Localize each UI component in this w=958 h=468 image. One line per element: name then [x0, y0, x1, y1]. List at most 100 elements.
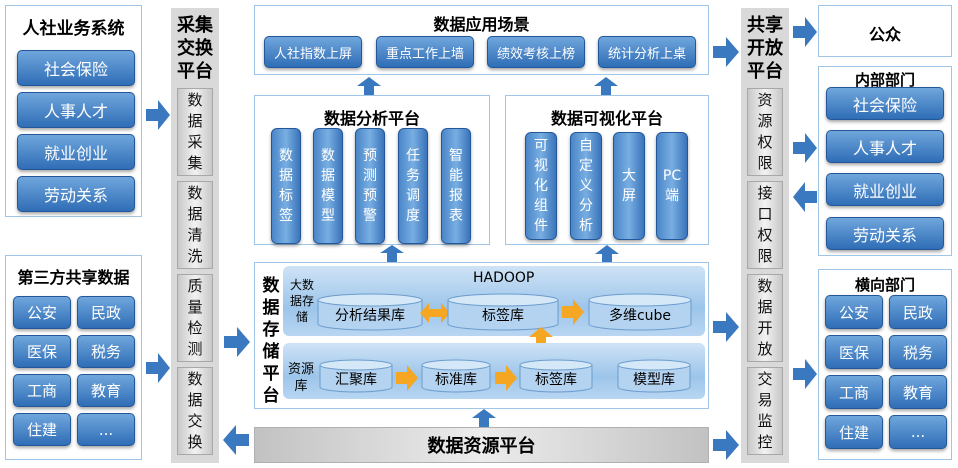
horizontal-item-commerce[interactable]: 工商: [825, 375, 883, 409]
visual-item-custom-analysis[interactable]: 自定义分析: [570, 132, 602, 240]
share-item-data-open[interactable]: 数据开放: [747, 274, 783, 362]
hadoop-label: HADOOP: [473, 270, 535, 286]
scene-index-screen[interactable]: 人社指数上屏: [264, 36, 362, 68]
internal-item-employment[interactable]: 就业创业: [826, 173, 944, 206]
share-item-resource-permission[interactable]: 资源权限: [747, 88, 783, 176]
collect-item-data-cleaning[interactable]: 数据清洗: [177, 181, 213, 269]
db-analysis-results-label: 分析结果库: [335, 308, 405, 324]
db-tags-bigdata[interactable]: 标签库: [447, 293, 559, 331]
hr-systems-title: 人社业务系统: [22, 19, 125, 39]
hr-item-social-insurance[interactable]: 社会保险: [17, 50, 135, 86]
horizontal-departments-panel: 横向部门 公安 民政 医保 税务 工商 教育 住建 ...: [818, 269, 952, 460]
collect-item-quality-check[interactable]: 质量检测: [177, 274, 213, 362]
internal-departments-title: 内部部门: [854, 71, 915, 89]
horizontal-item-housing[interactable]: 住建: [825, 415, 883, 449]
share-item-interface-permission[interactable]: 接口权限: [747, 181, 783, 269]
third-item-more[interactable]: ...: [77, 413, 135, 446]
horizontal-item-tax[interactable]: 税务: [889, 335, 947, 369]
db-aggregation[interactable]: 汇聚库: [319, 359, 393, 393]
horizontal-item-medical[interactable]: 医保: [825, 335, 883, 369]
analysis-item-forecast-alert[interactable]: 预测预警: [355, 128, 385, 244]
hr-item-labor[interactable]: 劳动关系: [17, 176, 135, 212]
arrow-right-icon: [713, 312, 739, 342]
db-tags-bigdata-label: 标签库: [482, 308, 524, 324]
bigdata-storage-label: 大数据存储: [289, 278, 314, 324]
third-item-commerce[interactable]: 工商: [13, 374, 71, 407]
arrow-right-icon: [793, 359, 817, 389]
db-cube[interactable]: 多维cube: [588, 293, 692, 331]
internal-item-social-insurance[interactable]: 社会保险: [826, 87, 944, 120]
third-item-medical[interactable]: 医保: [13, 335, 71, 368]
visual-item-big-screen[interactable]: 大屏: [613, 132, 645, 240]
public-title: 公众: [868, 25, 901, 44]
internal-departments-panel: 内部部门 社会保险 人事人才 就业创业 劳动关系: [818, 66, 952, 256]
resource-platform-title: 数据资源平台: [427, 436, 536, 457]
arrow-left-icon: [793, 182, 817, 212]
collect-exchange-title: 采集交换平台: [177, 15, 213, 82]
collect-item-data-collection[interactable]: 数据采集: [177, 88, 213, 176]
application-scenes-title: 数据应用场景: [433, 15, 530, 34]
arrow-up-icon: [594, 77, 618, 95]
arrow-right-icon: [224, 327, 250, 357]
arrow-right-icon: [146, 353, 170, 383]
third-item-housing[interactable]: 住建: [13, 413, 71, 446]
analysis-item-task-scheduling[interactable]: 任务调度: [398, 128, 428, 244]
arrow-up-icon: [595, 245, 619, 265]
arrow-up-icon: [472, 409, 496, 427]
db-cube-label: 多维cube: [608, 308, 672, 324]
storage-platform-panel: 数据存储平台 HADOOP 大数据存储 分析结果库 标签库 多维cube 资源库…: [254, 262, 709, 409]
analysis-item-data-model[interactable]: 数据模型: [313, 128, 343, 244]
db-standard-label: 标准库: [435, 372, 477, 388]
arrow-left-right-icon: [420, 303, 450, 323]
db-standard[interactable]: 标准库: [421, 359, 491, 393]
storage-platform-title: 数据存储平台: [262, 276, 280, 406]
arrow-right-icon: [713, 430, 739, 460]
scene-key-work-wall[interactable]: 重点工作上墙: [376, 36, 474, 68]
third-item-education[interactable]: 教育: [77, 374, 135, 407]
application-scenes-panel: 数据应用场景 人社指数上屏 重点工作上墙 绩效考核上榜 统计分析上桌: [254, 5, 709, 75]
scene-performance-board[interactable]: 绩效考核上榜: [487, 36, 585, 68]
arrow-up-icon: [357, 77, 381, 95]
share-open-title: 共享开放平台: [747, 15, 783, 82]
visual-item-components[interactable]: 可视化组件: [525, 132, 557, 240]
visual-item-pc[interactable]: PC端: [656, 132, 688, 240]
visualization-platform-title: 数据可视化平台: [550, 109, 663, 128]
arrow-right-icon: [146, 100, 170, 130]
horizontal-item-more[interactable]: ...: [889, 415, 947, 449]
third-party-panel: 第三方共享数据 公安 民政 医保 税务 工商 教育 住建 ...: [5, 255, 142, 460]
arrow-right-icon: [495, 365, 517, 391]
collect-item-data-exchange[interactable]: 数据交换: [177, 367, 213, 455]
horizontal-item-police[interactable]: 公安: [825, 295, 883, 329]
arrow-left-icon: [223, 425, 249, 455]
db-aggregation-label: 汇聚库: [335, 372, 377, 388]
analysis-item-smart-reports[interactable]: 智能报表: [441, 128, 471, 244]
visualization-platform-panel: 数据可视化平台 可视化组件 自定义分析 大屏 PC端: [505, 95, 709, 245]
resource-platform-bar: 数据资源平台: [254, 427, 709, 463]
arrow-right-icon: [793, 133, 817, 163]
share-open-column: 共享开放平台 资源权限 接口权限 数据开放 交易监控: [741, 8, 789, 463]
share-item-transaction-monitor[interactable]: 交易监控: [747, 367, 783, 455]
internal-item-personnel[interactable]: 人事人才: [826, 130, 944, 163]
db-tags-resource[interactable]: 标签库: [519, 359, 593, 393]
horizontal-departments-title: 横向部门: [854, 276, 915, 294]
horizontal-item-education[interactable]: 教育: [889, 375, 947, 409]
arrow-right-icon: [562, 299, 584, 325]
arrow-right-icon: [396, 365, 418, 391]
public-panel: 公众: [818, 5, 952, 57]
third-item-police[interactable]: 公安: [13, 296, 71, 329]
horizontal-item-civil[interactable]: 民政: [889, 295, 947, 329]
arrow-right-icon: [713, 37, 739, 67]
hr-item-personnel[interactable]: 人事人才: [17, 92, 135, 128]
hr-systems-panel: 人社业务系统 社会保险 人事人才 就业创业 劳动关系: [5, 5, 142, 217]
db-model[interactable]: 模型库: [617, 359, 691, 393]
analysis-item-data-tags[interactable]: 数据标签: [271, 128, 301, 244]
hr-item-employment[interactable]: 就业创业: [17, 134, 135, 170]
scene-statistics-desk[interactable]: 统计分析上桌: [598, 36, 696, 68]
arrow-right-icon: [793, 17, 817, 47]
third-item-civil[interactable]: 民政: [77, 296, 135, 329]
analysis-platform-title: 数据分析平台: [323, 109, 420, 128]
analysis-platform-panel: 数据分析平台 数据标签 数据模型 预测预警 任务调度 智能报表: [254, 95, 490, 245]
third-item-tax[interactable]: 税务: [77, 335, 135, 368]
internal-item-labor[interactable]: 劳动关系: [826, 217, 944, 250]
db-analysis-results[interactable]: 分析结果库: [317, 293, 423, 331]
